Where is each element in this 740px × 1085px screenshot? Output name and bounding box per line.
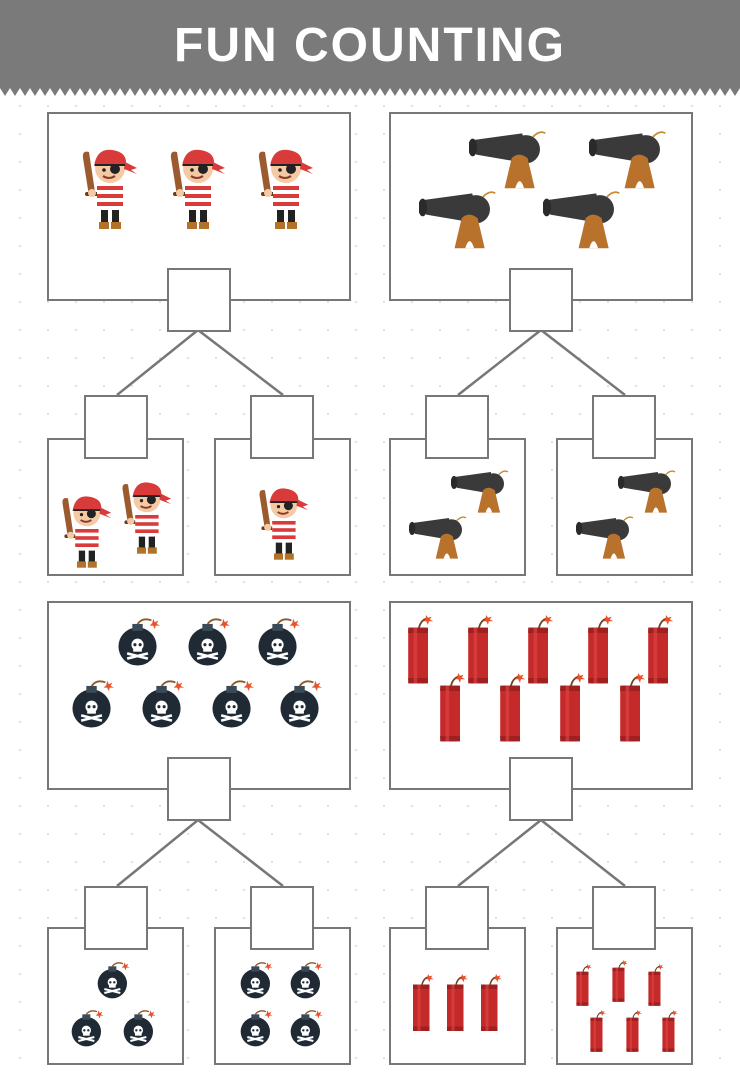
dynamite-icon [608, 959, 630, 1005]
pirates-right-box [214, 438, 351, 576]
pirate-icon [167, 136, 227, 236]
cannon-icon [576, 514, 636, 560]
bomb-icon [69, 1009, 109, 1049]
dynamite-icon [401, 613, 437, 689]
dynamite-icon [407, 969, 437, 1039]
pirates-right-answer-box[interactable] [250, 395, 314, 459]
header-banner: FUN COUNTING [0, 0, 740, 100]
dynamite-icon [658, 1009, 680, 1055]
cannon-icon [543, 188, 623, 250]
dynamite-icon [586, 1009, 608, 1055]
cannon-icon [409, 514, 469, 560]
bomb-icon [288, 1009, 328, 1049]
pirate-icon [59, 484, 113, 574]
dynamite-left-answer-box[interactable] [425, 886, 489, 950]
bomb-icon [121, 1009, 161, 1049]
bomb-icon [115, 617, 167, 669]
header-background [0, 0, 740, 96]
pirates-total-answer-box[interactable] [167, 268, 231, 332]
dynamite-total-answer-box[interactable] [509, 757, 573, 821]
cannons-total-answer-box[interactable] [509, 268, 573, 332]
dynamite-icon [644, 963, 666, 1009]
dynamite-icon [441, 969, 471, 1039]
cannon-icon [469, 128, 549, 190]
dynamite-left-box [389, 927, 526, 1065]
cannon-icon [618, 468, 678, 514]
cannon-icon [419, 188, 499, 250]
pirates-left-answer-box[interactable] [84, 395, 148, 459]
dynamite-right-box [556, 927, 693, 1065]
bomb-icon [209, 679, 261, 731]
bombs-total-answer-box[interactable] [167, 757, 231, 821]
bomb-icon [69, 679, 121, 731]
cannon-icon [589, 128, 669, 190]
bomb-icon [255, 617, 307, 669]
pirate-icon [256, 476, 310, 566]
pirate-icon [79, 136, 139, 236]
cannons-left-box [389, 438, 526, 576]
bomb-icon [288, 961, 328, 1001]
pirate-icon [255, 136, 315, 236]
dynamite-icon [622, 1009, 644, 1055]
cannon-icon [451, 468, 511, 514]
dynamite-icon [572, 963, 594, 1009]
bomb-icon [95, 961, 135, 1001]
bomb-icon [238, 961, 278, 1001]
bomb-icon [139, 679, 191, 731]
pirate-icon [119, 470, 173, 560]
bomb-icon [277, 679, 329, 731]
bomb-icon [238, 1009, 278, 1049]
dynamite-icon [493, 671, 529, 747]
cannons-right-answer-box[interactable] [592, 395, 656, 459]
dynamite-icon [553, 671, 589, 747]
dynamite-right-answer-box[interactable] [592, 886, 656, 950]
bomb-icon [185, 617, 237, 669]
pirates-left-box [47, 438, 184, 576]
dynamite-icon [475, 969, 505, 1039]
bombs-right-answer-box[interactable] [250, 886, 314, 950]
bombs-right-box [214, 927, 351, 1065]
cannons-left-answer-box[interactable] [425, 395, 489, 459]
dynamite-icon [613, 671, 649, 747]
bombs-left-answer-box[interactable] [84, 886, 148, 950]
dynamite-icon [433, 671, 469, 747]
page-title: FUN COUNTING [174, 19, 566, 72]
